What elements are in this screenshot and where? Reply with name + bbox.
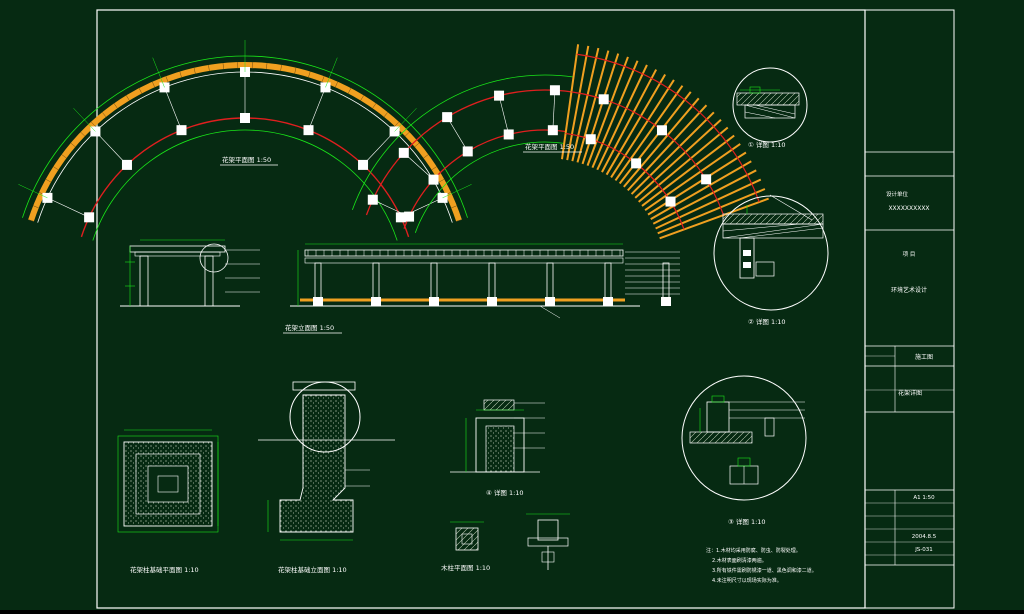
title-block-company: XXXXXXXXXX xyxy=(888,205,929,212)
plan-b-post-inner xyxy=(404,212,414,222)
plan-b-post-outer xyxy=(442,112,452,122)
note-line-3: 3.所有铁件需刷防锈漆一道、黑色调和漆二道。 xyxy=(712,567,817,574)
foundation-plan xyxy=(118,430,218,532)
plan-b-post-inner xyxy=(429,175,439,185)
note-line-1: 注：1.木材均采用防腐、防虫、防裂处理。 xyxy=(706,547,801,554)
plan-a-post-inner xyxy=(84,212,94,222)
plan-b-post-outer xyxy=(494,91,504,101)
plan-b-post-inner xyxy=(504,129,514,139)
title-block-drawing-no: JS-031 xyxy=(914,547,933,553)
elevation-post-base xyxy=(429,297,439,306)
detail-1-title: ① 详图 1:10 xyxy=(748,140,786,149)
title-block-date: 2004.8.5 xyxy=(912,534,937,540)
elevation-post-base xyxy=(545,297,555,306)
elevation-post-base xyxy=(371,297,381,306)
note-line-4: 4.未注明尺寸以现场实际为准。 xyxy=(712,577,782,584)
title-block-scale: A1 1:50 xyxy=(913,495,935,501)
title-block-drawing-name: 花架详图 xyxy=(898,389,922,397)
plan-b-post-outer xyxy=(399,148,409,158)
title-block-project-label: 项 目 xyxy=(903,251,916,258)
elevation-post-base xyxy=(661,297,671,306)
plan-b-post-inner xyxy=(666,197,676,207)
title-block-company-label: 设计单位 xyxy=(886,190,909,198)
plan-b-post-outer xyxy=(550,85,560,95)
plan-a-title: 花架平面图 1:50 xyxy=(222,155,271,164)
plan-a-post-inner xyxy=(176,125,186,135)
plan-b-post-inner xyxy=(586,134,596,144)
plan-a-post-inner xyxy=(358,160,368,170)
foundation-section-title: 花架柱基础立面图 1:10 xyxy=(278,565,347,574)
elevation-post-base xyxy=(603,297,613,306)
title-block-stage: 施工图 xyxy=(915,353,933,361)
detail-4-title: ④ 详图 1:10 xyxy=(486,488,524,497)
plan-b-post-inner xyxy=(548,125,558,135)
plan-b-title: 花架平面图 1:50 xyxy=(525,142,574,151)
elevation-post-base xyxy=(487,297,497,306)
column-plan-title: 木柱平面图 1:10 xyxy=(441,563,490,572)
plan-b-post-outer xyxy=(657,125,667,135)
title-block-project: 环境艺术设计 xyxy=(891,286,927,294)
plan-b-post-inner xyxy=(463,146,473,156)
plan-b-post-outer xyxy=(701,174,711,184)
plan-b-post-outer xyxy=(599,94,609,104)
plan-b-post-outer xyxy=(368,195,378,205)
plan-a-post-inner xyxy=(240,113,250,123)
plan-a-post-inner xyxy=(304,125,314,135)
detail-2-title: ② 详图 1:10 xyxy=(748,317,786,326)
elevation-title: 花架立面图 1:50 xyxy=(285,323,334,332)
foundation-plan-title: 花架柱基础平面图 1:10 xyxy=(130,565,199,574)
plan-b-post-inner xyxy=(631,158,641,168)
detail-3-title: ③ 详图 1:10 xyxy=(728,517,766,526)
plan-a-post-inner xyxy=(122,160,132,170)
elevation-post-base xyxy=(313,297,323,306)
note-line-2: 2.木材表面刷清漆两遍。 xyxy=(712,557,767,564)
